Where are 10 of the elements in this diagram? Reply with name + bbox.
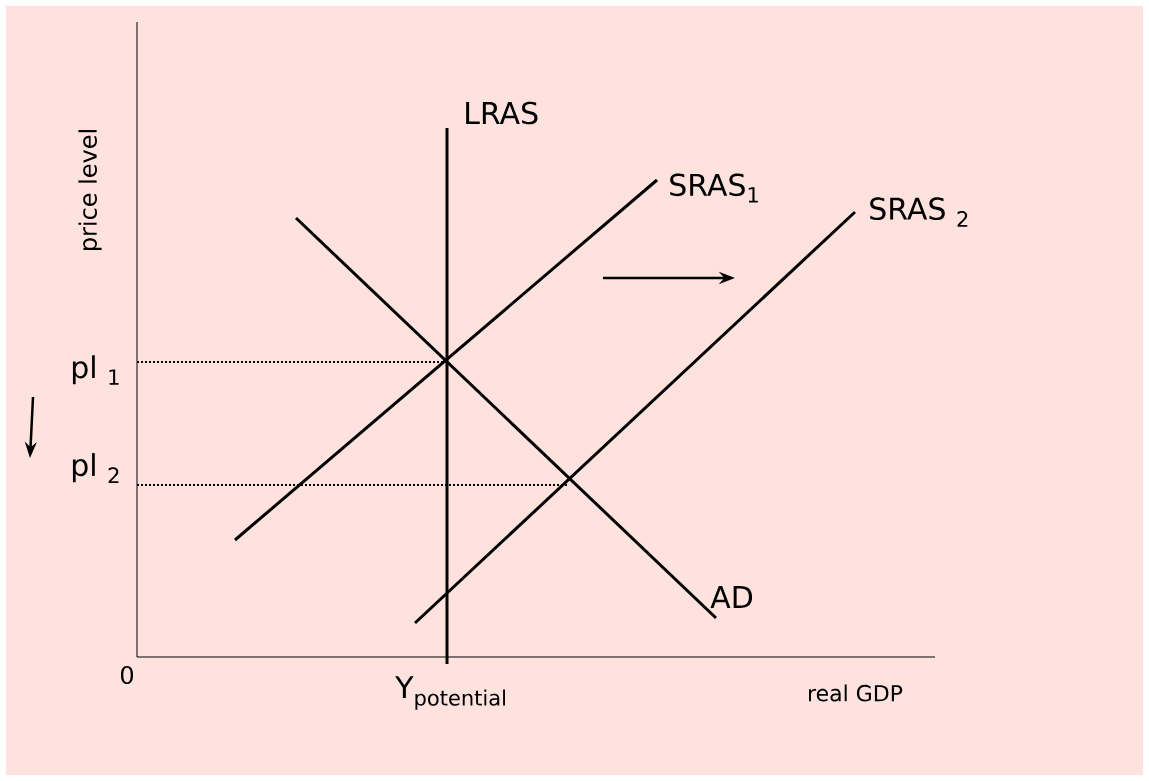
curve-label: AD bbox=[710, 586, 753, 608]
tick-label: pl $_{1}$ bbox=[72, 355, 119, 385]
axis-label: $\text{Y}_{\text{potential}}$ bbox=[395, 676, 505, 710]
axis-label: real GDP bbox=[809, 684, 903, 702]
axis-label: price level bbox=[78, 130, 102, 251]
curve-label: SRAS$_{1}$ bbox=[670, 173, 758, 203]
tick-label: pl $_{2}$ bbox=[72, 453, 119, 483]
tick-label: 0 bbox=[120, 665, 134, 685]
curve-label: LRAS bbox=[466, 101, 538, 125]
curve-label: SRAS $_{2}$ bbox=[870, 197, 968, 227]
